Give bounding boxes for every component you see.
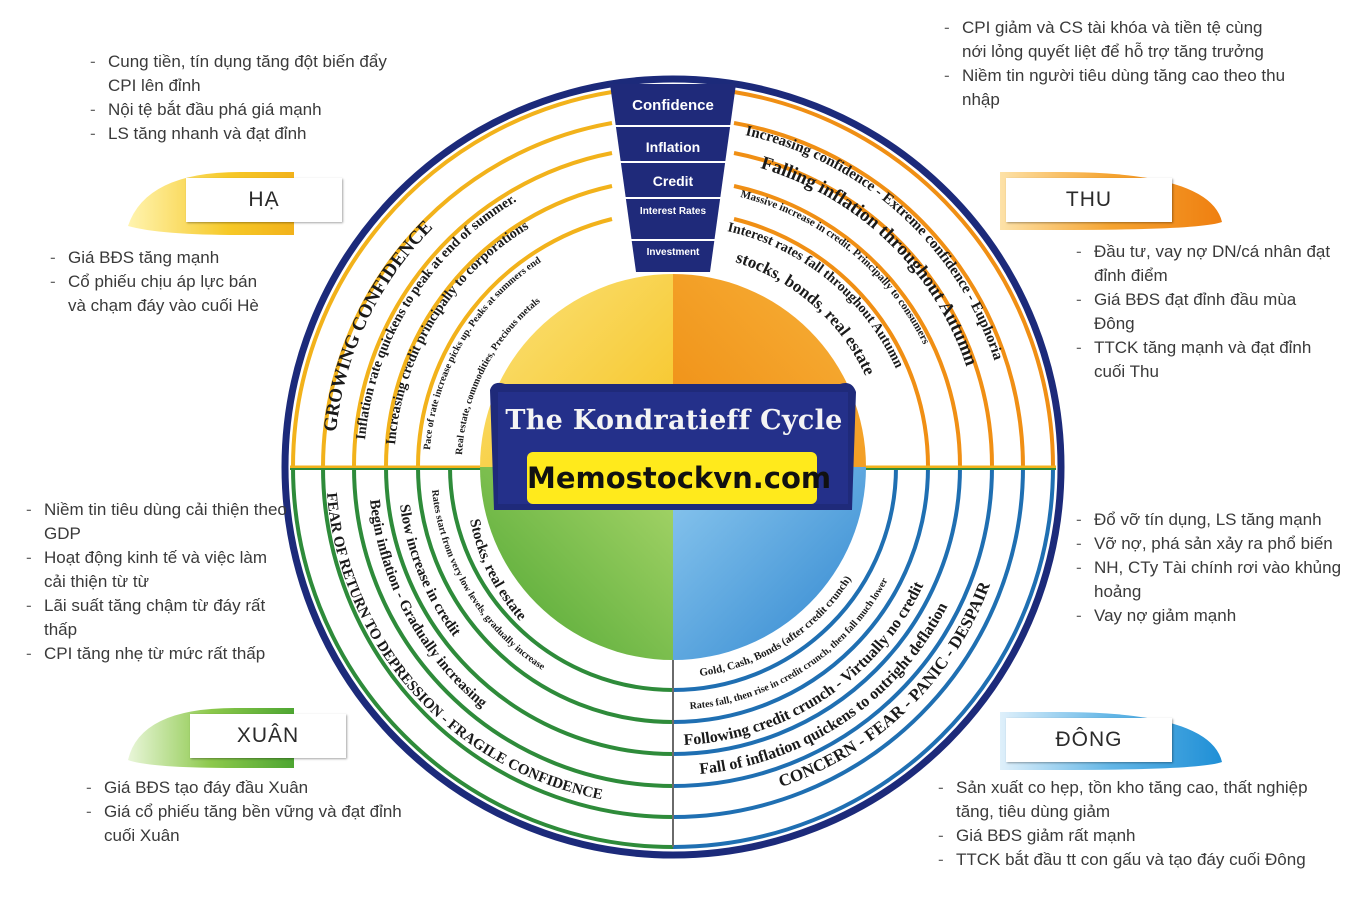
note-item: TTCK tăng mạnh và đạt đỉnh cuối Thu bbox=[1072, 336, 1340, 384]
note-item: Lãi suất tăng chậm từ đáy rất thấp bbox=[22, 594, 290, 642]
note-item: Đầu tư, vay nợ DN/cá nhân đạt đỉnh điểm bbox=[1072, 240, 1340, 288]
note-item: Sản xuất co hẹp, tồn kho tăng cao, thất … bbox=[934, 776, 1334, 824]
note-item: LS tăng nhanh và đạt đỉnh bbox=[86, 122, 406, 146]
autumn-rings bbox=[733, 90, 1055, 468]
season-label-thu: THU bbox=[1006, 178, 1172, 222]
season-label-ha: HẠ bbox=[186, 178, 342, 222]
note-item: Giá cổ phiếu tăng bền vững và đạt đỉnh c… bbox=[82, 800, 422, 848]
note-item: Cổ phiếu chịu áp lực bán và chạm đáy vào… bbox=[46, 270, 276, 318]
note-item: Nội tệ bắt đầu phá giá mạnh bbox=[86, 98, 406, 122]
notes-thu-top: CPI giảm và CS tài khóa và tiền tệ cùng … bbox=[940, 16, 1290, 112]
note-item: Giá BĐS giảm rất mạnh bbox=[934, 824, 1334, 848]
spoke-band bbox=[610, 84, 736, 272]
note-item: Cung tiền, tín dụng tăng đột biến đẩy CP… bbox=[86, 50, 406, 98]
season-label-xuan: XUÂN bbox=[190, 714, 346, 758]
note-item: Giá BĐS tạo đáy đầu Xuân bbox=[82, 776, 422, 800]
winter-rings bbox=[672, 466, 1055, 849]
notes-xuan-top: Niềm tin tiêu dùng cải thiện theo GDP Ho… bbox=[22, 498, 290, 666]
spoke-credit: Credit bbox=[652, 173, 694, 189]
note-item: Vỡ nợ, phá sản xảy ra phổ biến bbox=[1072, 532, 1342, 556]
note-item: CPI giảm và CS tài khóa và tiền tệ cùng … bbox=[940, 16, 1290, 64]
note-item: Vay nợ giảm mạnh bbox=[1072, 604, 1342, 628]
spoke-inflation: Inflation bbox=[645, 139, 701, 155]
notes-dong-top: Đổ vỡ tín dụng, LS tăng mạnh Vỡ nợ, phá … bbox=[1072, 508, 1342, 628]
note-item: Niềm tin người tiêu dùng tăng cao theo t… bbox=[940, 64, 1290, 112]
spoke-interest-rates: Interest Rates bbox=[639, 206, 707, 217]
note-item: NH, CTy Tài chính rơi vào khủng hoảng bbox=[1072, 556, 1342, 604]
note-item: Hoạt động kinh tế và việc làm cải thiện … bbox=[22, 546, 290, 594]
notes-xuan-bottom: Giá BĐS tạo đáy đầu Xuân Giá cổ phiếu tă… bbox=[82, 776, 422, 848]
notes-dong-bottom: Sản xuất co hẹp, tồn kho tăng cao, thất … bbox=[934, 776, 1334, 872]
note-item: Niềm tin tiêu dùng cải thiện theo GDP bbox=[22, 498, 290, 546]
note-item: CPI tăng nhẹ từ mức rất thấp bbox=[22, 642, 290, 666]
notes-ha-top: Cung tiền, tín dụng tăng đột biến đẩy CP… bbox=[86, 50, 406, 146]
spoke-investment: Investment bbox=[646, 247, 700, 258]
note-item: Giá BĐS tăng mạnh bbox=[46, 246, 276, 270]
season-label-dong: ĐÔNG bbox=[1006, 718, 1172, 762]
spoke-confidence: Confidence bbox=[632, 97, 714, 114]
notes-ha-bottom: Giá BĐS tăng mạnh Cổ phiếu chịu áp lực b… bbox=[46, 246, 276, 318]
notes-thu-bottom: Đầu tư, vay nợ DN/cá nhân đạt đỉnh điểm … bbox=[1072, 240, 1340, 384]
brand-watermark: Memostockvn.com bbox=[527, 452, 831, 504]
note-item: Giá BĐS đạt đỉnh đầu mùa Đông bbox=[1072, 288, 1340, 336]
note-item: TTCK bắt đầu tt con gấu và tạo đáy cuối … bbox=[934, 848, 1334, 872]
summer-rings bbox=[291, 90, 613, 468]
spring-rings bbox=[291, 466, 674, 849]
note-item: Đổ vỡ tín dụng, LS tăng mạnh bbox=[1072, 508, 1342, 532]
center-title: The Kondratieff Cycle bbox=[505, 405, 843, 436]
